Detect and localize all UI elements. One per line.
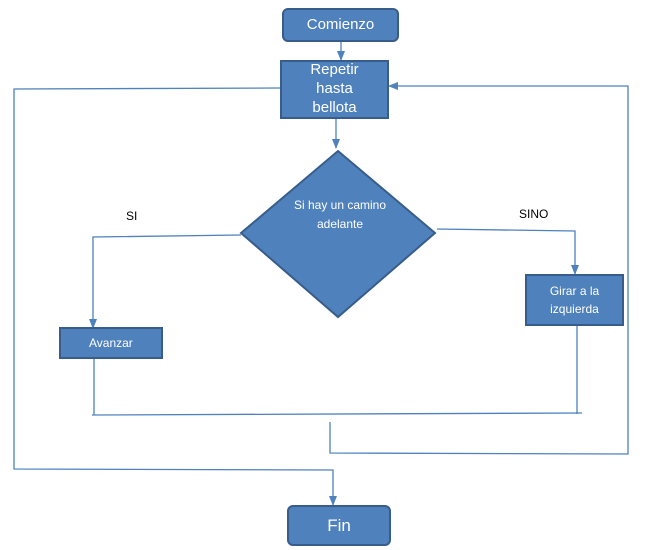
repeat-label: Repetir hasta bellota xyxy=(310,61,359,116)
forward-node: Avanzar xyxy=(59,327,163,359)
yes-branch-label: SI xyxy=(126,209,138,223)
decision-diamond xyxy=(239,149,437,319)
loop-back-arrow xyxy=(329,82,629,455)
turn-left-label: Girar a la izquierda xyxy=(549,284,600,316)
arrow-condition-to-turn xyxy=(436,228,579,275)
arrow-condition-to-forward xyxy=(89,234,242,329)
start-label: Comienzo xyxy=(306,15,375,33)
no-branch-label: SINO xyxy=(519,207,549,221)
end-label: Fin xyxy=(327,515,351,535)
start-node: Comienzo xyxy=(282,8,399,42)
turn-left-node: Girar a la izquierda xyxy=(525,274,624,326)
repeat-node: Repetir hasta bellota xyxy=(280,60,389,119)
merge-line xyxy=(91,412,583,416)
forward-label: Avanzar xyxy=(89,335,133,350)
exit-to-end-arrow xyxy=(13,87,337,506)
end-node: Fin xyxy=(287,505,391,546)
condition-label: Si hay un camino adelante xyxy=(293,198,387,231)
